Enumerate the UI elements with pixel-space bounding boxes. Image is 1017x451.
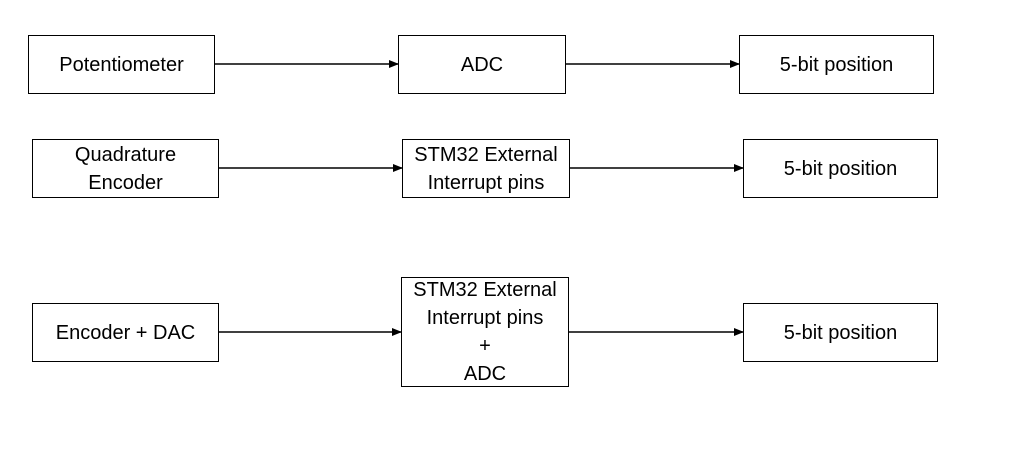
node-label: Encoder + DAC <box>55 321 196 344</box>
node-label: Potentiometer <box>59 53 184 76</box>
node-label: STM32 External <box>413 279 557 301</box>
position-box-3: 5-bit position <box>743 303 938 362</box>
stm32-interrupt-adc-box: STM32 External Interrupt pins + ADC <box>401 277 569 387</box>
potentiometer-box: Potentiometer <box>28 35 215 94</box>
node-label: + <box>479 335 491 357</box>
node-label: Encoder <box>88 171 163 194</box>
node-label: 5-bit position <box>783 157 898 180</box>
node-label: Interrupt pins <box>427 171 545 194</box>
encoder-dac-box: Encoder + DAC <box>32 303 219 362</box>
stm32-interrupt-box: STM32 External Interrupt pins <box>402 139 570 198</box>
node-label: ADC <box>460 53 504 76</box>
node-label: Quadrature <box>74 143 177 166</box>
adc-box: ADC <box>398 35 566 94</box>
node-label: STM32 External <box>414 143 558 166</box>
node-label: Interrupt pins <box>426 307 544 329</box>
node-label: 5-bit position <box>779 53 894 76</box>
node-label: ADC <box>463 363 507 385</box>
position-box-1: 5-bit position <box>739 35 934 94</box>
node-label: 5-bit position <box>783 321 898 344</box>
position-box-2: 5-bit position <box>743 139 938 198</box>
quadrature-encoder-box: Quadrature Encoder <box>32 139 219 198</box>
